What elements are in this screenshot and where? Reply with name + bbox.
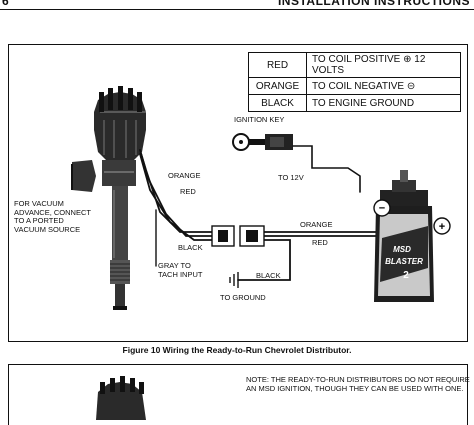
gray-tach-line: TACH INPUT (158, 269, 203, 279)
ignition-key-icon (232, 133, 293, 151)
coil-negative-sign: − (379, 203, 385, 215)
gray-tach-label: GRAY TO TACH INPUT (158, 261, 203, 279)
coil-brand-label: MSD (393, 245, 411, 254)
ignition-coil (374, 170, 434, 302)
legend-connection: TO COIL POSITIVE ⊕ 12 VOLTS (306, 52, 461, 78)
orange-wire-label: ORANGE (168, 171, 201, 180)
black-wire-label: BLACK (178, 243, 203, 252)
to-12v-label: TO 12V (278, 173, 304, 182)
distributor-illustration (71, 86, 146, 310)
figure-caption: Figure 10 Wiring the Ready-to-Run Chevro… (122, 345, 352, 355)
legend-color: RED (248, 52, 307, 78)
legend-connection: TO ENGINE GROUND (306, 94, 461, 112)
legend-row-orange: ORANGE TO COIL NEGATIVE ⊝ (248, 77, 461, 95)
coil-number-label: 2 (403, 270, 409, 281)
legend-color: BLACK (248, 94, 307, 112)
coil-positive-sign: + (439, 221, 445, 233)
vacuum-note-line: ADVANCE, CONNECT (14, 207, 91, 217)
red-wire-label: RED (180, 187, 196, 196)
ignition-key-label: IGNITION KEY (234, 115, 285, 124)
page-number: 6 (2, 0, 9, 8)
legend-color: ORANGE (248, 77, 307, 95)
legend-row-black: BLACK TO ENGINE GROUND (248, 94, 461, 112)
red-coil-wire-label: RED (312, 238, 328, 247)
black-ground-wire-label: BLACK (256, 271, 281, 280)
vacuum-note-line: TO A PORTED (14, 216, 64, 225)
orange-coil-wire-label: ORANGE (300, 220, 333, 229)
wire-connector (211, 225, 265, 247)
vacuum-note-line: FOR VACUUM (14, 199, 64, 208)
coil-model-label: BLASTER (385, 257, 423, 266)
vacuum-note-line: VACUUM SOURCE (14, 224, 81, 234)
next-figure-panel (8, 364, 468, 425)
page-title: INSTALLATION INSTRUCTIONS (277, 0, 470, 8)
legend-row-red: RED TO COIL POSITIVE ⊕ 12 VOLTS (248, 52, 461, 78)
gray-tach-line: GRAY TO (158, 261, 191, 270)
to-ground-label: TO GROUND (220, 293, 266, 302)
coil-negative-terminal-icon (373, 199, 391, 217)
page-header: 6 INSTALLATION INSTRUCTIONS (0, 0, 474, 10)
legend-connection: TO COIL NEGATIVE ⊝ (306, 77, 461, 95)
coil-positive-terminal-icon (433, 217, 451, 235)
note-text: NOTE: THE READY-TO-RUN DISTRIBUTORS DO N… (246, 375, 470, 393)
wire-color-legend: RED TO COIL POSITIVE ⊕ 12 VOLTS ORANGE T… (248, 52, 461, 112)
ground-symbol-icon (229, 272, 239, 288)
vacuum-note: FOR VACUUM ADVANCE, CONNECT TO A PORTED … (14, 199, 91, 234)
